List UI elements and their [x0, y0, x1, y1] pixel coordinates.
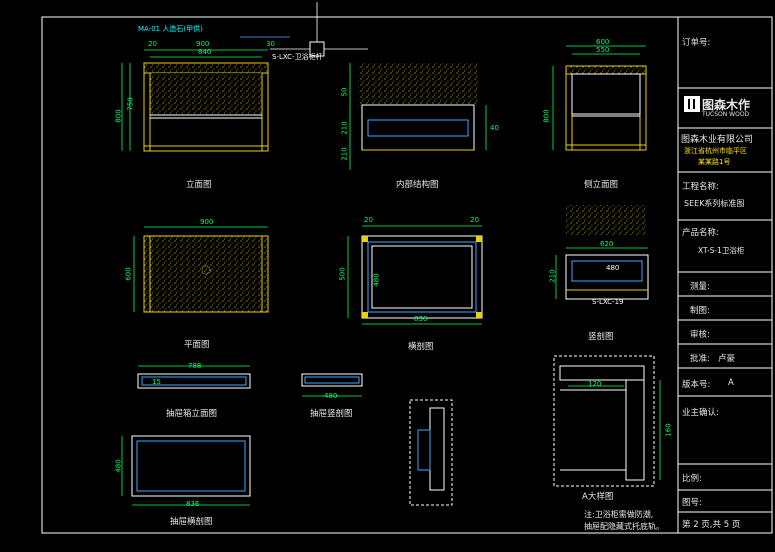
label-drawer-cross: 抽屉横剖图 — [170, 517, 213, 527]
version-value: A — [728, 378, 734, 388]
dim-drawer-elev: 788 — [188, 362, 202, 370]
label-drawer-vert: 抽屉竖剖图 — [310, 409, 353, 419]
drawer-elevation — [137, 365, 251, 389]
dim-drawer-vert: 480 — [324, 392, 338, 400]
dim-internal-3: 210 — [340, 147, 349, 161]
survey-label: 测量: — [690, 282, 710, 292]
label-internal: 内部结构图 — [396, 180, 439, 190]
draw-label: 制图: — [690, 306, 710, 316]
version-label: 版本号: — [682, 380, 711, 390]
vertical-section — [555, 205, 649, 300]
drawer-vertical-section — [301, 373, 363, 397]
label-cross: 横剖图 — [408, 342, 434, 352]
company-address-1: 浙江省杭州市临平区 — [684, 147, 747, 155]
dim-internal-2: 210 — [340, 121, 349, 135]
internal-structure — [349, 63, 487, 170]
plan-view — [133, 226, 269, 313]
dim-plan-side: 600 — [124, 267, 133, 281]
dim-front-top: 900 — [196, 40, 210, 48]
internal-stone-top — [358, 63, 478, 105]
footer-note-2: 抽屉配隐藏式托底轨。 — [584, 522, 664, 531]
product-label: 产品名称: — [682, 228, 719, 238]
dim-cross-top-r: 20 — [470, 216, 479, 224]
top-note: MA-01 人造石(甲供) — [138, 25, 203, 33]
detail-a — [553, 355, 661, 487]
internal-drawer — [367, 119, 469, 137]
front-right-leg — [261, 72, 269, 152]
project-label: 工程名称: — [682, 182, 719, 192]
cross-section — [347, 225, 483, 325]
dim-front-top-right: 30 — [266, 40, 275, 48]
scale-label: 比例: — [682, 474, 702, 484]
front-left-leg — [143, 72, 151, 152]
front-countertop — [143, 62, 269, 74]
dim-front-side: 750 — [126, 97, 135, 111]
owner-confirm-label: 业主确认: — [682, 408, 719, 418]
title-block-rules — [678, 87, 772, 513]
review-label: 审核: — [690, 330, 710, 340]
section-tag: S-LXC-19 — [592, 298, 624, 306]
label-detail-a: A大样图 — [582, 492, 614, 502]
small-detail — [409, 399, 453, 506]
dim-front-sub: 840 — [198, 48, 212, 56]
dim-side-total: 800 — [542, 109, 551, 123]
dim-side-top: 600 — [596, 38, 610, 46]
label-side: 侧立面图 — [584, 180, 619, 190]
company-address-2: 某某路1号 — [698, 158, 731, 166]
dim-detail-a-top: 120 — [588, 380, 602, 388]
dim-cross-top-l: 20 — [364, 216, 373, 224]
brand-en: TUCSON WOOD — [702, 111, 750, 118]
center-tag: S-LXC-卫浴柜杆 — [272, 53, 323, 61]
label-front: 立面图 — [186, 180, 212, 190]
dim-internal-r: 40 — [490, 124, 499, 132]
drawing-frame — [41, 16, 773, 534]
dim-vert-inner: 480 — [606, 264, 620, 272]
dim-drawer-cross-side: 480 — [114, 459, 123, 473]
side-elevation — [552, 45, 647, 151]
product-value: XT-S-1卫浴柜 — [698, 246, 745, 255]
dim-cross-bottom: 836 — [414, 315, 428, 323]
dim-plan-top: 900 — [200, 218, 214, 226]
brand-name: 图森木作 — [702, 98, 751, 112]
dim-vert-width: 620 — [600, 240, 614, 248]
internal-body — [361, 104, 475, 151]
approve-label: 批准: — [690, 354, 710, 364]
dim-vert-side: 210 — [548, 269, 557, 283]
dim-side-sub: 550 — [596, 46, 610, 54]
dim-drawer-cross: 836 — [186, 500, 200, 508]
label-plan: 平面图 — [184, 340, 210, 350]
dim-drawer-sub: 15 — [152, 378, 161, 386]
dim-front-total: 800 — [114, 109, 123, 123]
front-stone-body — [150, 73, 262, 115]
label-vertical: 竖剖图 — [588, 332, 614, 342]
dim-front-top-left: 20 — [148, 40, 157, 48]
company-name: 图森木业有限公司 — [681, 135, 754, 145]
dim-detail-a-side: 160 — [664, 423, 673, 437]
page-info: 第 2 页,共 5 页 — [682, 520, 741, 530]
front-base — [143, 145, 269, 152]
order-no-label: 订单号: — [682, 38, 711, 48]
dim-internal-1: 50 — [340, 87, 349, 97]
front-elevation — [121, 36, 290, 152]
footer-note-1: 注:卫浴柜需做防潮, — [584, 510, 654, 519]
brand-logo-icon — [684, 96, 700, 112]
dim-cross-side: 500 — [338, 267, 347, 281]
approve-value: 卢豪 — [718, 354, 736, 364]
drawing-no-label: 图号: — [682, 498, 702, 508]
project-value: SEEK系列标准图 — [684, 199, 745, 208]
dim-cross-inner: 480 — [372, 273, 381, 287]
label-drawer-elev: 抽屉箱立面图 — [166, 409, 218, 419]
drawer-cross-section — [121, 435, 251, 506]
